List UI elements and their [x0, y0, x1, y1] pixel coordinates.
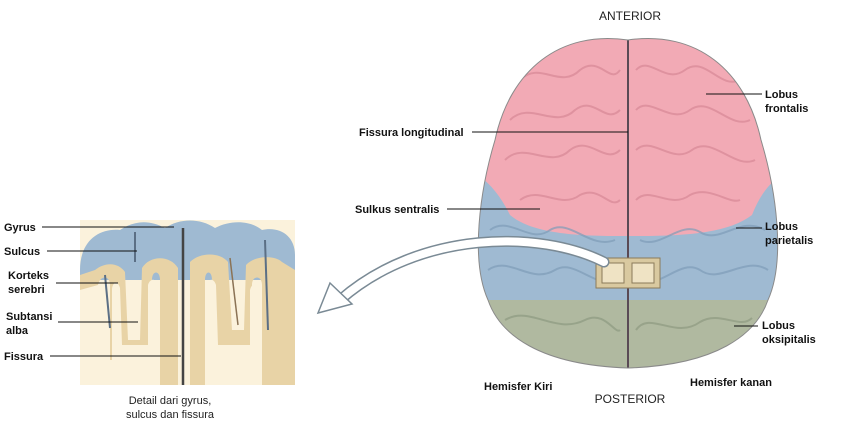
label-gyrus: Gyrus: [4, 222, 36, 234]
label-subtansi-alba-1: Subtansi: [6, 311, 52, 323]
label-sulcus: Sulcus: [4, 246, 40, 258]
label-hemisfer-kanan: Hemisfer kanan: [690, 377, 772, 389]
leader-lines: [42, 93, 762, 357]
label-fissura: Fissura: [4, 351, 44, 363]
detail-arrow: [316, 235, 610, 315]
label-posterior: POSTERIOR: [595, 392, 666, 406]
label-subtansi-alba-2: alba: [6, 325, 29, 337]
detail-cross-section: [80, 220, 295, 385]
detail-caption-line-1: Detail dari gyrus,: [129, 395, 212, 407]
label-korteks-serebri-2: serebri: [8, 284, 45, 296]
gyrus-surface: [80, 220, 295, 280]
label-lobus-frontalis-1: Lobus: [765, 89, 798, 101]
label-hemisfer-kiri: Hemisfer Kiri: [484, 381, 552, 393]
label-anterior: ANTERIOR: [599, 9, 661, 23]
lobus-frontalis-region: [478, 38, 778, 236]
arrow-head: [316, 281, 354, 315]
label-lobus-frontalis-2: frontalis: [765, 103, 808, 115]
label-lobus-parietalis-2: parietalis: [765, 235, 813, 247]
brain-top-view: [477, 38, 779, 369]
label-sulkus-sentralis: Sulkus sentralis: [355, 204, 439, 216]
label-korteks-serebri-1: Korteks: [8, 270, 49, 282]
label-lobus-oksipitalis-2: oksipitalis: [762, 334, 816, 346]
label-lobus-parietalis-1: Lobus: [765, 221, 798, 233]
label-fissura-longitudinal: Fissura longitudinal: [359, 127, 464, 139]
label-lobus-oksipitalis-1: Lobus: [762, 320, 795, 332]
detail-caption-line-2: sulcus dan fissura: [126, 409, 215, 421]
